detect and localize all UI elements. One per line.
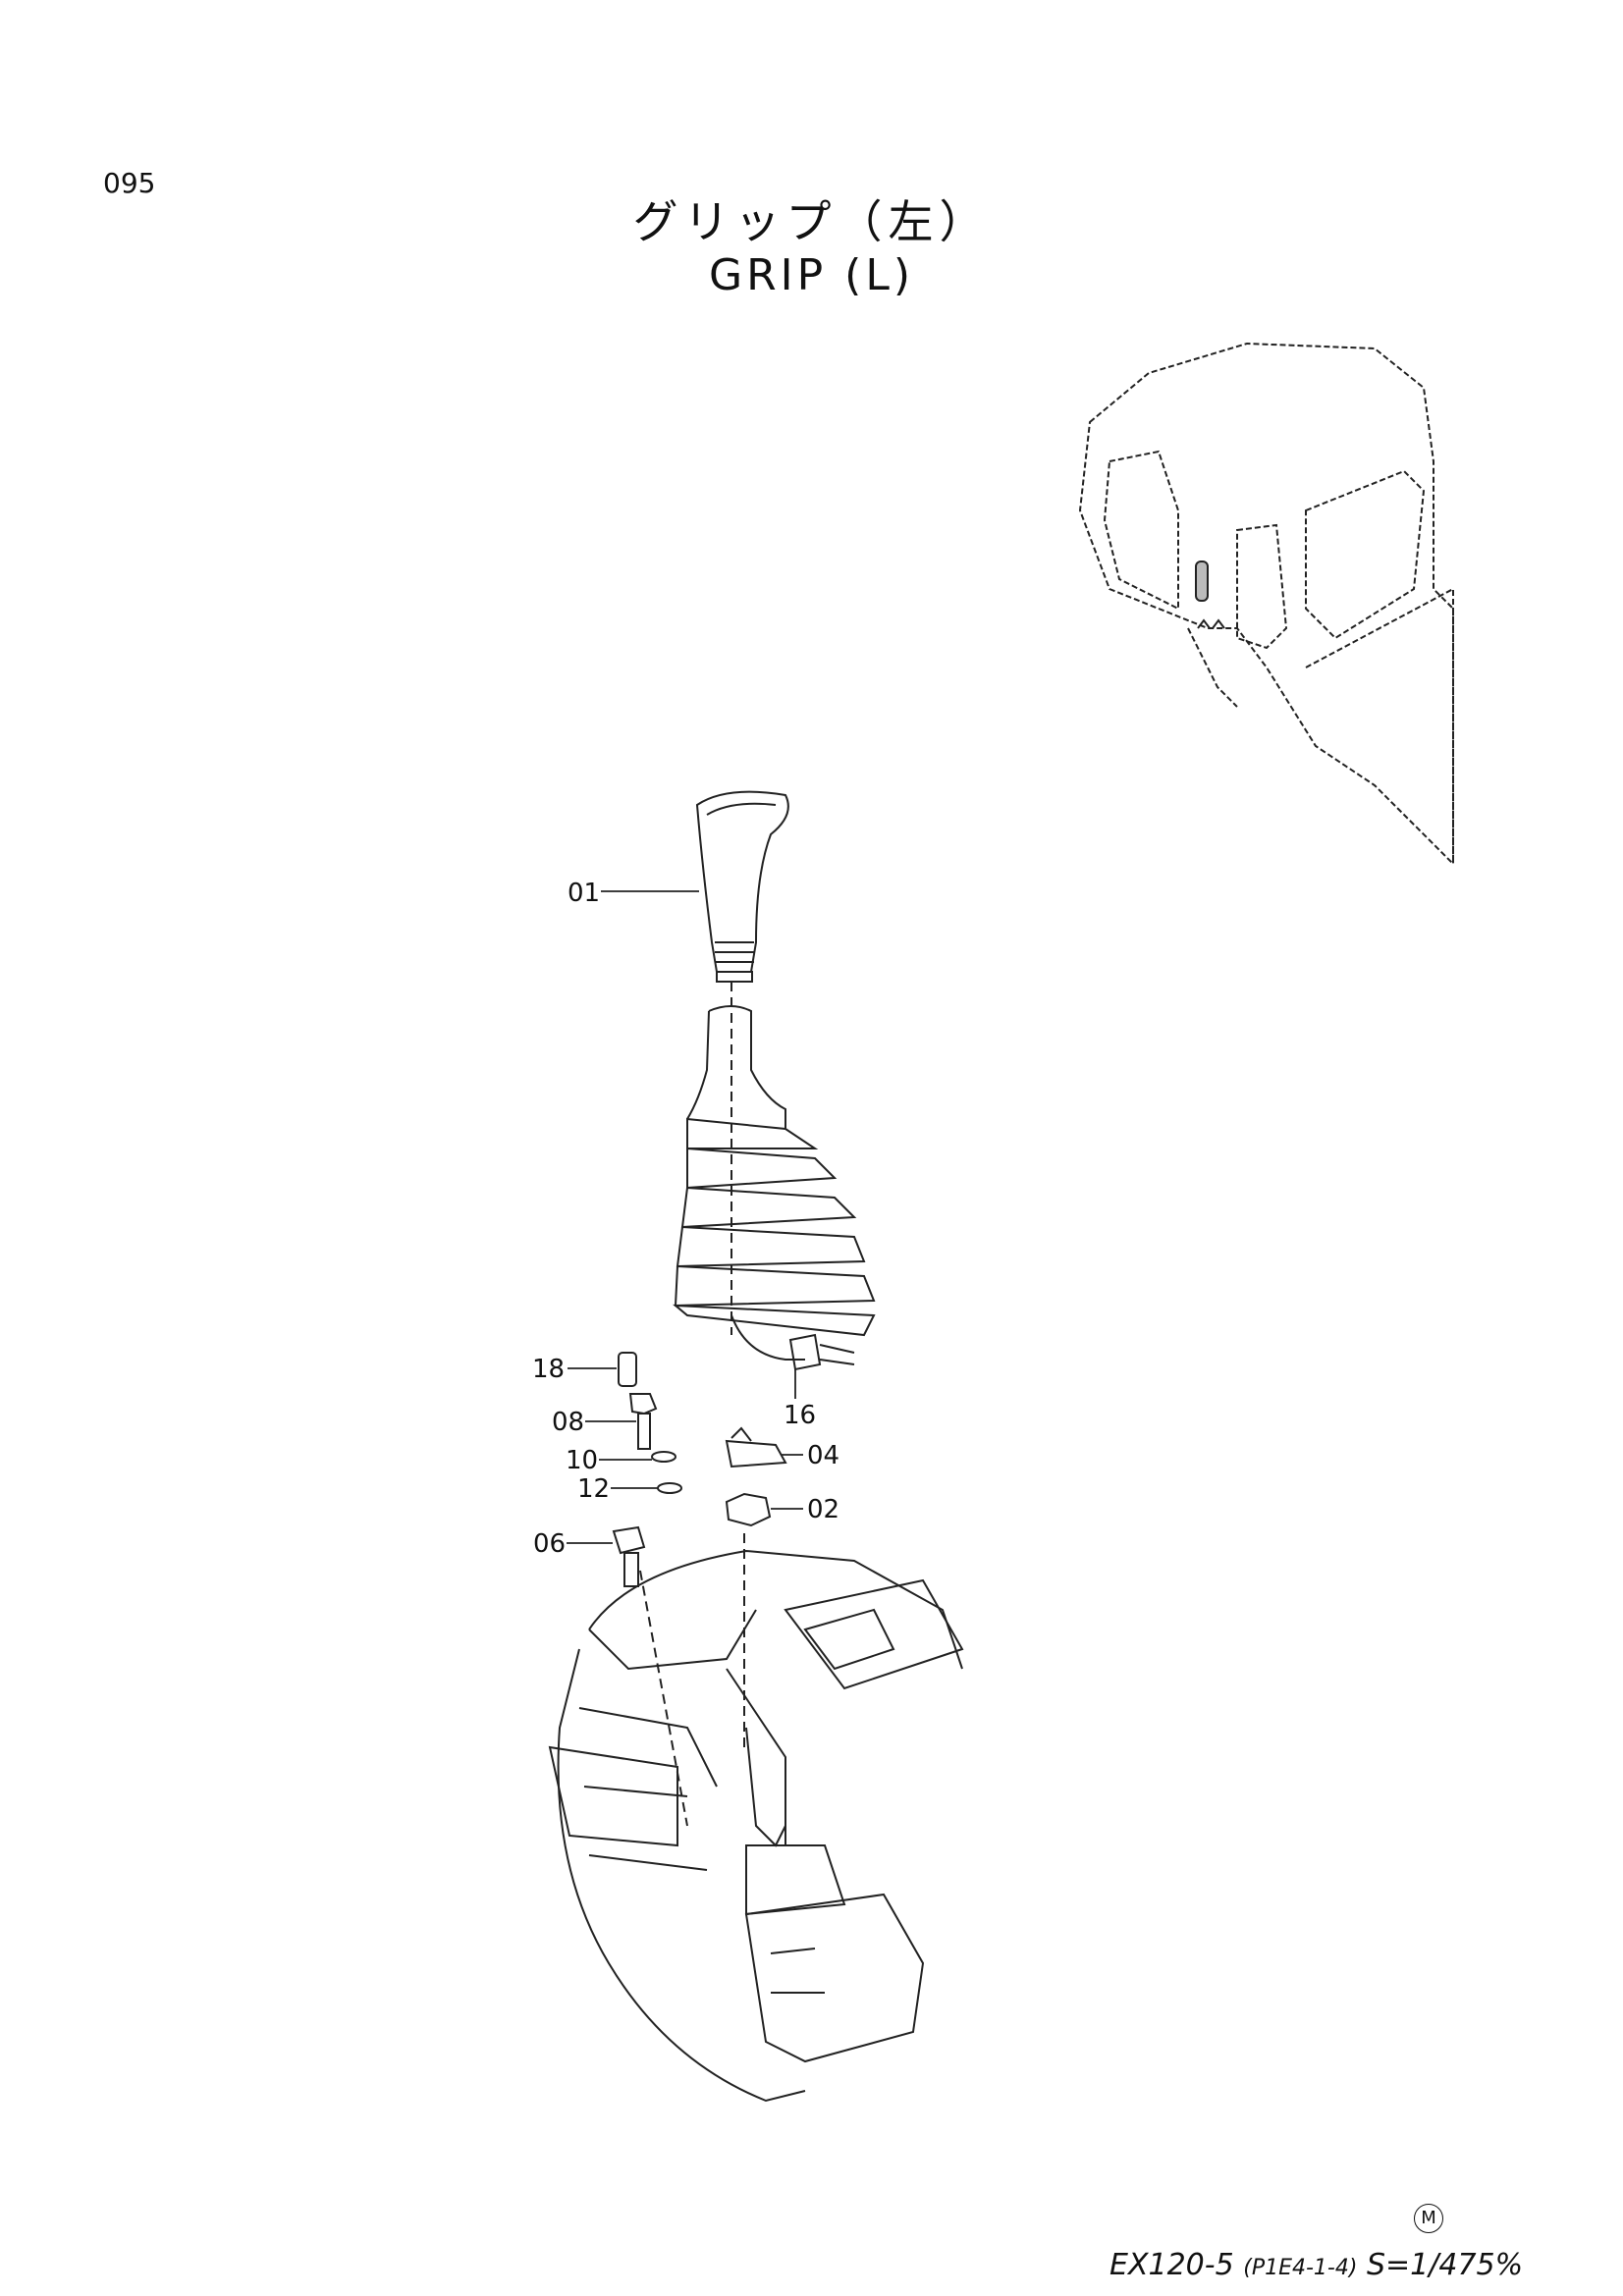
m-mark: M <box>1414 2204 1443 2233</box>
cab-inset <box>1078 342 1454 867</box>
callout-16: 16 <box>784 1401 816 1430</box>
leader-lines <box>567 890 803 1544</box>
page-number: 095 <box>103 167 156 199</box>
washer-part-10 <box>651 1451 676 1463</box>
callout-06: 06 <box>533 1529 566 1559</box>
title-english: GRIP (L) <box>708 250 914 300</box>
cab-inset-lever <box>1195 561 1225 629</box>
callout-08: 08 <box>552 1408 584 1437</box>
connector-part-16 <box>788 1333 855 1371</box>
callout-02: 02 <box>807 1495 839 1524</box>
bolt-part-06 <box>612 1525 646 1587</box>
boot <box>673 982 876 1361</box>
title-japanese: グリップ（左） <box>632 195 991 248</box>
bolt-part-08 <box>628 1393 658 1450</box>
washer-part-12 <box>657 1482 682 1494</box>
nut-part-02 <box>725 1492 772 1527</box>
callout-01: 01 <box>568 879 600 908</box>
footer-scale: S=1/475% <box>1366 2248 1524 2282</box>
callout-10: 10 <box>566 1446 598 1475</box>
callout-12: 12 <box>577 1474 610 1504</box>
callout-04: 04 <box>807 1441 839 1470</box>
console-base <box>548 1549 964 2103</box>
footer-code: (P1E4-1-4) <box>1243 2256 1358 2280</box>
callout-labels: 01 18 16 08 04 10 12 02 06 <box>532 879 839 1559</box>
callout-18: 18 <box>532 1355 565 1384</box>
footer-model: EX120-5 <box>1109 2248 1234 2282</box>
footer: EX120-5 (P1E4-1-4) S=1/475% <box>1109 2248 1523 2282</box>
pin-part-18 <box>618 1352 637 1387</box>
grip-part-01 <box>695 790 789 983</box>
nut-part-04 <box>725 1426 787 1468</box>
